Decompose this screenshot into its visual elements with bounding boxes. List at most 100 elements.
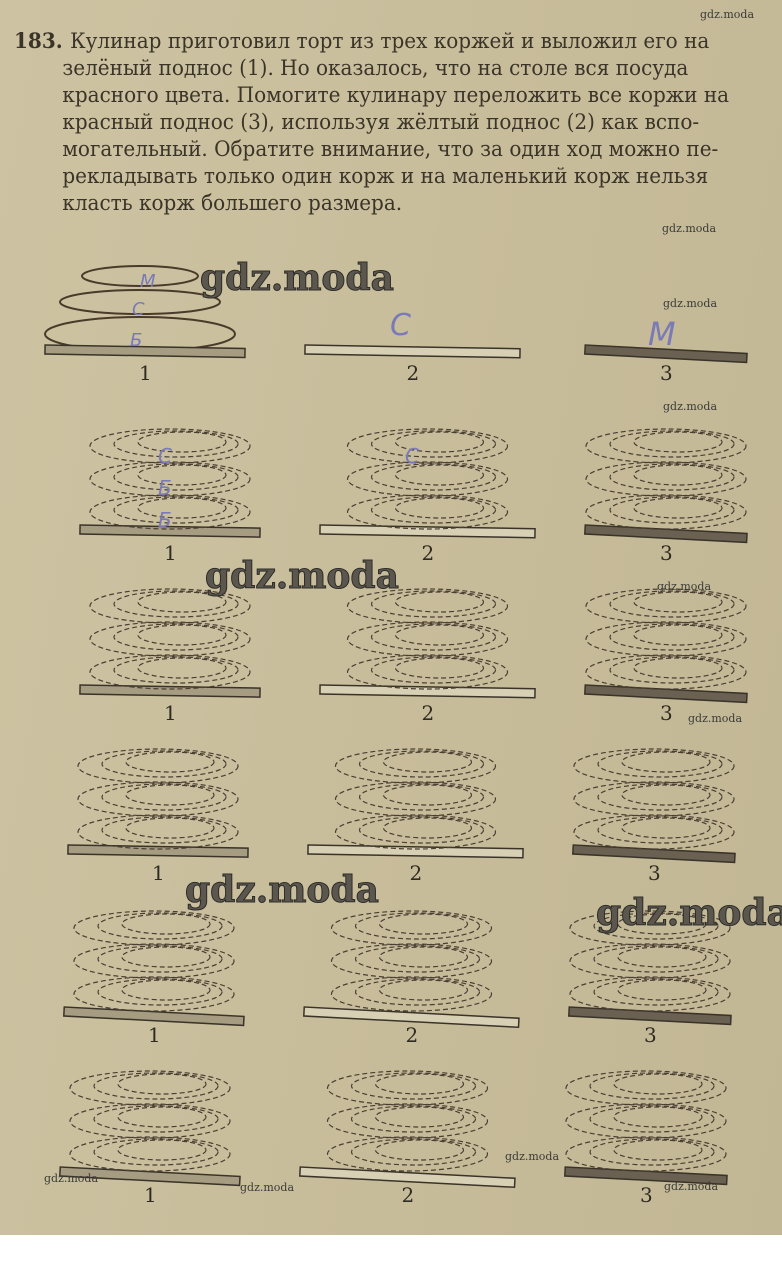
dashed-cake-outline — [585, 654, 747, 690]
dashed-cake-outline — [117, 1106, 207, 1128]
dashed-cake-outline — [621, 751, 711, 773]
problem-number: 183. — [14, 29, 63, 54]
dashed-cake-outline — [573, 814, 735, 850]
tray-group-3 — [584, 428, 748, 544]
tray-label: 3 — [640, 1183, 653, 1207]
dashed-cake-outline — [569, 910, 731, 946]
cake-layer — [81, 265, 199, 287]
tray-3 — [584, 344, 748, 364]
watermark: gdz.moda — [505, 1150, 559, 1163]
tray-2 — [307, 844, 524, 859]
dashed-cake-outline — [593, 912, 719, 940]
problem-line-text: Кулинар приготовил торт из трех коржей и… — [70, 29, 710, 54]
tray-group-1 — [59, 1070, 241, 1187]
dashed-cake-outline — [330, 910, 493, 946]
dashed-cake-outline — [378, 946, 469, 968]
watermark: gdz.moda — [205, 555, 399, 597]
handwritten-letter: Б — [130, 330, 142, 351]
dashed-cake-outline — [617, 979, 707, 1001]
tray-2 — [299, 1166, 516, 1189]
dashed-cake-outline — [330, 976, 493, 1012]
tray-label: 2 — [422, 701, 435, 725]
handwritten-letter: С — [158, 444, 172, 468]
dashed-cake-outline — [573, 781, 735, 817]
dashed-cake-outline — [121, 946, 211, 968]
dashed-cake-outline — [326, 1103, 489, 1139]
tray-1 — [67, 844, 249, 858]
dashed-cake-outline — [394, 464, 485, 486]
tray-group-3 — [584, 344, 748, 364]
dashed-cake-outline — [597, 750, 723, 778]
watermark: gdz.moda — [200, 257, 394, 299]
tray-label: 3 — [660, 541, 673, 565]
tray-group-3 — [572, 748, 736, 864]
dashed-cake-outline — [89, 461, 251, 497]
problem-line: 183. Кулинар приготовил торт из трех корж… — [14, 28, 730, 55]
dashed-cake-outline — [569, 943, 731, 979]
dashed-cake-outline — [117, 1139, 207, 1161]
dashed-cake-outline — [354, 945, 481, 973]
dashed-cake-outline — [617, 946, 707, 968]
tray-label: 1 — [164, 541, 177, 565]
dashed-cake-outline — [77, 814, 239, 850]
dashed-cake-outline — [394, 657, 485, 679]
tray-2 — [319, 684, 536, 699]
dashed-cake-outline — [97, 978, 223, 1006]
dashed-cake-outline — [589, 1072, 715, 1100]
dashed-cake-outline — [374, 1073, 465, 1095]
dashed-cake-outline — [346, 654, 509, 690]
problem-line: зелёный поднос (1). Но оказалось, что на… — [62, 56, 689, 81]
dashed-cake-outline — [597, 816, 723, 844]
dashed-cake-outline — [77, 781, 239, 817]
dashed-cake-outline — [137, 464, 227, 486]
dashed-cake-outline — [121, 979, 211, 1001]
watermark: gdz.moda — [664, 1180, 718, 1193]
tray-2 — [304, 344, 521, 359]
dashed-cake-outline — [394, 591, 485, 613]
dashed-cake-outline — [374, 1139, 465, 1161]
tray-label: 1 — [144, 1183, 157, 1207]
dashed-cake-outline — [350, 1105, 477, 1133]
dashed-cake-outline — [585, 428, 747, 464]
dashed-cake-outline — [609, 590, 735, 618]
dashed-cake-outline — [633, 591, 723, 613]
dashed-cake-outline — [89, 494, 251, 530]
dashed-cake-outline — [378, 913, 469, 935]
dashed-cake-outline — [633, 464, 723, 486]
dashed-cake-outline — [73, 943, 235, 979]
dashed-cake-outline — [125, 751, 215, 773]
dashed-cake-outline — [585, 461, 747, 497]
tray-1 — [79, 684, 261, 698]
tray-1 — [59, 1166, 241, 1187]
dashed-cake-outline — [565, 1136, 727, 1172]
dashed-cake-outline — [117, 1073, 207, 1095]
tray-2 — [319, 524, 536, 539]
dashed-cake-outline — [137, 497, 227, 519]
tray-label: 1 — [148, 1023, 161, 1047]
dashed-cake-outline — [113, 463, 239, 491]
dashed-cake-outline — [370, 496, 497, 524]
dashed-cake-outline — [370, 463, 497, 491]
dashed-cake-outline — [358, 750, 485, 778]
dashed-cake-outline — [330, 943, 493, 979]
tray-group-1 — [67, 748, 249, 858]
dashed-cake-outline — [370, 430, 497, 458]
watermark: gdz.moda — [657, 580, 711, 593]
dashed-cake-outline — [97, 945, 223, 973]
dashed-cake-outline — [334, 781, 497, 817]
dashed-cake-outline — [354, 978, 481, 1006]
dashed-cake-outline — [633, 657, 723, 679]
handwritten-letter: С — [390, 308, 411, 343]
dashed-cake-outline — [121, 913, 211, 935]
dashed-cake-outline — [394, 431, 485, 453]
tray-label: 1 — [139, 361, 152, 385]
watermark: gdz.moda — [44, 1172, 98, 1185]
problem-line: красный поднос (3), используя жёлтый под… — [62, 110, 700, 135]
tray-group-1 — [79, 428, 261, 538]
dashed-cake-outline — [89, 428, 251, 464]
dashed-cake-outline — [354, 912, 481, 940]
dashed-cake-outline — [378, 979, 469, 1001]
dashed-cake-outline — [125, 784, 215, 806]
watermark: gdz.moda — [596, 892, 782, 934]
dashed-cake-outline — [609, 623, 735, 651]
